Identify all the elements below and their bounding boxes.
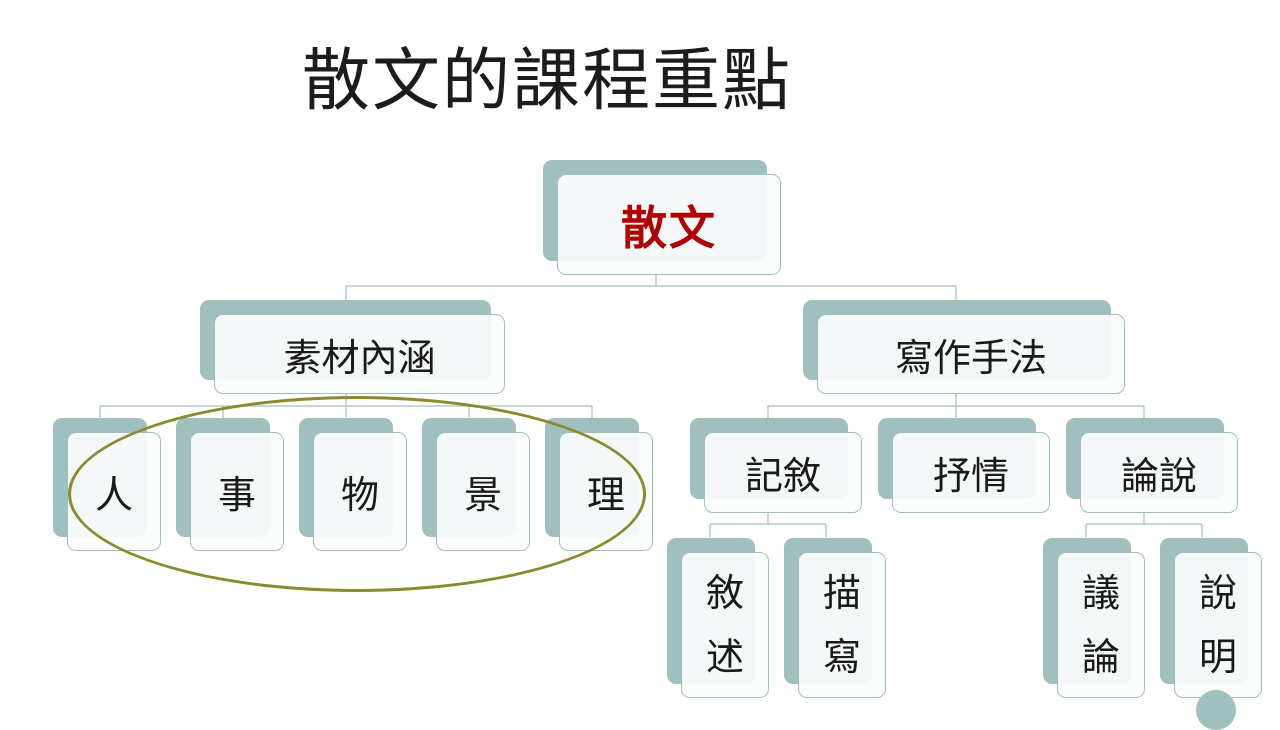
- node-root-label: 散文: [557, 174, 781, 275]
- node-reason-label: 理: [559, 432, 653, 551]
- node-reason: 理: [545, 418, 653, 551]
- node-narration-char-2: 述: [705, 635, 744, 679]
- node-technique: 寫作手法: [803, 300, 1125, 394]
- node-discussion: 議 論: [1043, 538, 1145, 698]
- node-discussion-char-1: 議: [1081, 571, 1120, 615]
- node-argument-label: 論說: [1080, 432, 1238, 513]
- node-person-label: 人: [67, 432, 161, 551]
- node-event: 事: [176, 418, 284, 551]
- connector-narrative: [709, 513, 827, 538]
- node-explanation-char-1: 說: [1198, 571, 1237, 615]
- node-scenery: 景: [422, 418, 530, 551]
- node-discussion-label: 議 論: [1057, 552, 1145, 698]
- node-discussion-char-2: 論: [1081, 635, 1120, 679]
- node-description: 描 寫: [784, 538, 886, 698]
- node-narrative: 記敘: [690, 418, 862, 513]
- node-event-label: 事: [190, 432, 284, 551]
- node-root: 散文: [543, 160, 781, 275]
- node-explanation: 說 明: [1160, 538, 1262, 698]
- node-object: 物: [299, 418, 407, 551]
- node-explanation-char-2: 明: [1198, 635, 1237, 679]
- node-description-char-2: 寫: [822, 635, 861, 679]
- node-description-label: 描 寫: [798, 552, 886, 698]
- node-material: 素材內涵: [200, 300, 505, 394]
- connector-technique: [767, 394, 1145, 418]
- slide-nav-icon[interactable]: [1196, 690, 1236, 730]
- node-explanation-label: 說 明: [1174, 552, 1262, 698]
- node-scenery-label: 景: [436, 432, 530, 551]
- connector-root: [345, 275, 957, 300]
- node-narration-label: 敘 述: [681, 552, 769, 698]
- node-technique-label: 寫作手法: [817, 314, 1125, 394]
- node-narration: 敘 述: [667, 538, 769, 698]
- node-material-label: 素材內涵: [214, 314, 505, 394]
- node-description-char-1: 描: [822, 571, 861, 615]
- node-lyric: 抒情: [878, 418, 1050, 513]
- connector-argument: [1085, 513, 1203, 538]
- connector-material: [99, 394, 593, 418]
- node-object-label: 物: [313, 432, 407, 551]
- node-person: 人: [53, 418, 161, 551]
- node-argument: 論說: [1066, 418, 1238, 513]
- page-title: 散文的課程重點: [302, 42, 793, 121]
- node-lyric-label: 抒情: [892, 432, 1050, 513]
- node-narrative-label: 記敘: [704, 432, 862, 513]
- node-narration-char-1: 敘: [705, 571, 744, 615]
